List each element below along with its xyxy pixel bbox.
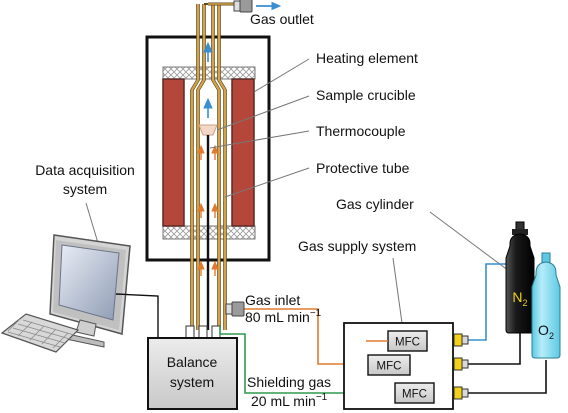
svg-text:N2: N2 xyxy=(512,289,527,308)
data-cable xyxy=(115,293,159,338)
shielding-gas-label-line1: Shielding gas xyxy=(247,374,331,390)
sample-crucible xyxy=(198,124,218,136)
o2-subscript: 2 xyxy=(549,331,554,341)
heating-element-right xyxy=(231,78,255,227)
keyboard-icon xyxy=(0,313,80,353)
heating-element-label: Heating element xyxy=(316,50,418,66)
n2-label: N xyxy=(512,289,522,305)
shielding-gas-rate: 20 mL min xyxy=(251,393,316,409)
gas-inlet-line xyxy=(226,308,368,365)
furnace-top-insulation xyxy=(162,66,256,80)
svg-text:O2: O2 xyxy=(538,322,554,341)
balance-system-box xyxy=(147,337,238,410)
mfc-2: MFC xyxy=(367,354,411,376)
o2-cylinder-icon: O2 xyxy=(531,252,561,359)
inlet-valve-icon xyxy=(225,301,245,317)
heating-element-left xyxy=(162,78,185,227)
n2-subscript: 2 xyxy=(523,298,528,308)
thermocouple-label: Thermocouple xyxy=(316,123,406,139)
connector-1-icon xyxy=(453,333,469,347)
mfc-1: MFC xyxy=(387,330,428,352)
connector-3-icon xyxy=(453,386,469,400)
connector-2-icon xyxy=(453,357,469,371)
gas-supply-system-label: Gas supply system xyxy=(298,238,416,254)
svg-text:MFC: MFC xyxy=(402,389,427,401)
shielding-gas-rate-exponent: −1 xyxy=(316,392,328,403)
gas-inlet-rate-exponent: −1 xyxy=(310,308,322,319)
o2-line-2 xyxy=(468,360,547,394)
gas-outlet-label: Gas outlet xyxy=(250,11,314,27)
balance-system-label-line2: system xyxy=(170,374,214,390)
gas-inlet-label-line1: Gas inlet xyxy=(245,292,300,308)
protective-tube-label: Protective tube xyxy=(316,160,410,176)
sample-crucible-label: Sample crucible xyxy=(316,87,416,103)
svg-text:MFC: MFC xyxy=(395,337,420,349)
balance-feet xyxy=(185,325,221,339)
computer-icon xyxy=(49,234,131,348)
leader-lines xyxy=(85,58,510,324)
furnace xyxy=(145,35,271,262)
o2-line xyxy=(468,330,521,365)
svg-text:MFC: MFC xyxy=(377,361,402,373)
balance-system-label-line1: Balance xyxy=(167,354,218,370)
n2-cylinder-icon: N2 xyxy=(505,221,535,334)
data-acquisition-label-line1: Data acquisition xyxy=(35,162,135,178)
gas-cylinder-label: Gas cylinder xyxy=(336,196,414,212)
shielding-gas-line xyxy=(219,326,395,394)
shielding-gas-label-line2: 20 mL min−1 xyxy=(251,392,328,409)
outlet-valve-icon xyxy=(233,0,253,13)
gas-outlet-arrow-icon xyxy=(256,1,282,11)
gas-inlet-label-line2: 80 mL min−1 xyxy=(245,308,322,325)
mfc-3: MFC xyxy=(394,382,435,404)
flow-arrows xyxy=(197,41,219,276)
gas-inlet-rate: 80 mL min xyxy=(245,309,310,325)
gas-connectors xyxy=(453,333,469,400)
n2-line-blue xyxy=(468,263,519,341)
o2-label: O xyxy=(538,322,549,338)
data-acquisition-label-line2: system xyxy=(63,181,107,197)
